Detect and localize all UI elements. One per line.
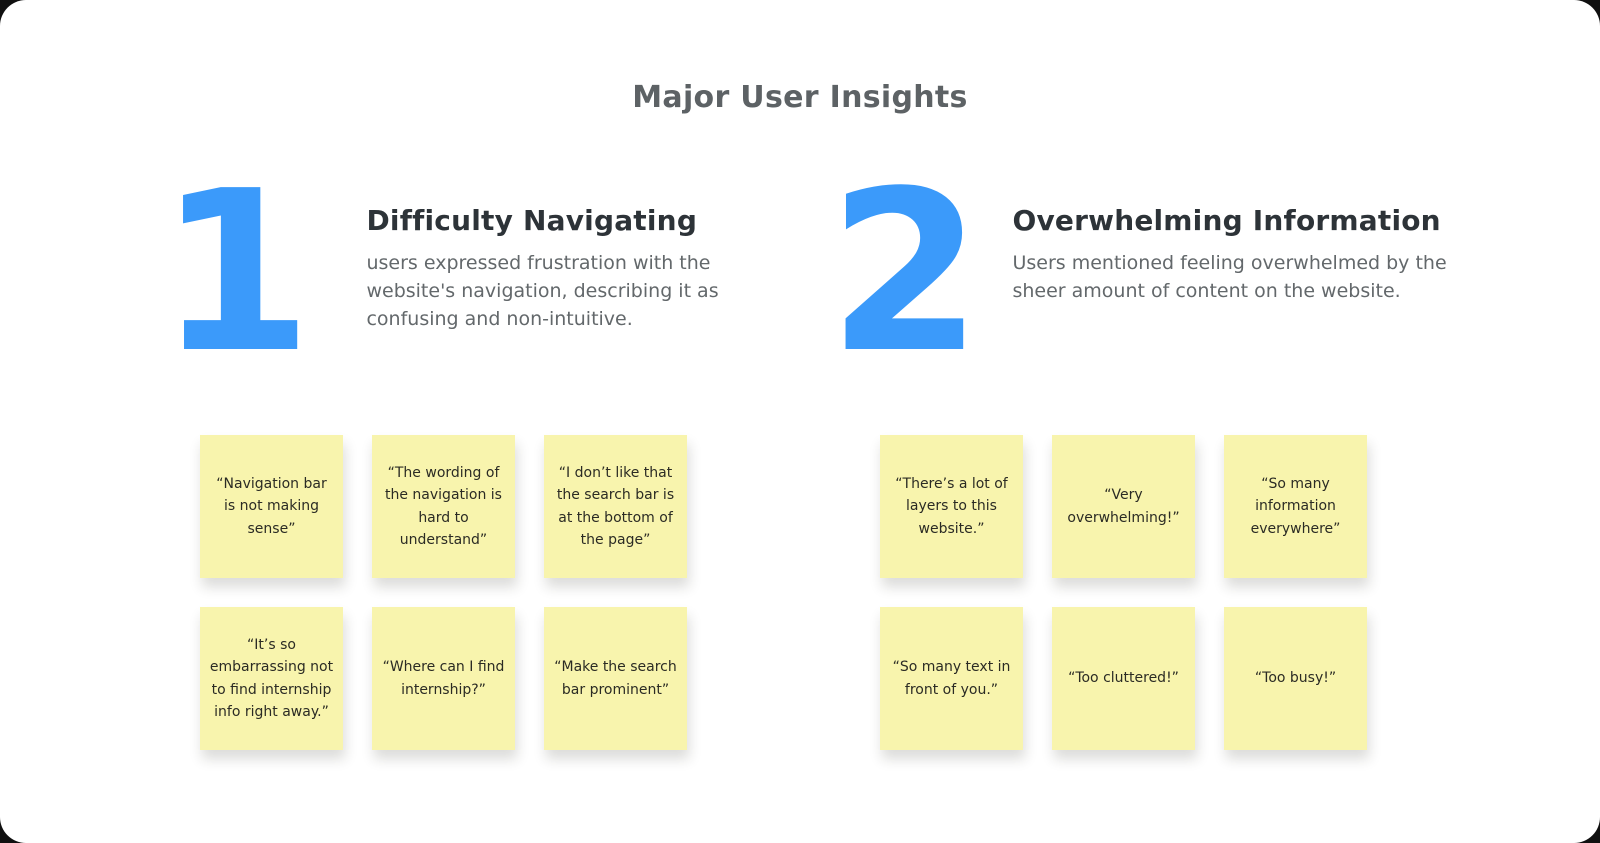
section-1-description: users expressed frustration with the web… [366,252,719,330]
section-2-description: Users mentioned feeling overwhelmed by t… [1012,252,1447,302]
sticky-note: “So many information everywhere” [1224,435,1367,578]
insight-section-2: 2 Overwhelming Information Users mention… [828,144,1482,402]
section-2-number: 2 [828,144,982,402]
sticky-note-text: “So many text in front of you.” [892,659,1011,698]
sticky-note: “It’s so embarrassing not to find intern… [200,607,343,750]
sticky-note-text: “So many information everywhere” [1250,476,1341,537]
sticky-note-text: “Too busy!” [1254,670,1337,687]
sticky-note-text: “It’s so embarrassing not to find intern… [209,637,334,720]
sticky-note: “Too busy!” [1224,607,1367,750]
page-title: Major User Insights [632,80,968,115]
sticky-notes-grid-1: “Navigation bar is not making sense” “Th… [200,435,687,750]
sticky-note-text: “The wording of the navigation is hard t… [385,465,502,548]
sticky-note-text: “Make the search bar prominent” [554,659,677,698]
sticky-note-text: “There’s a lot of layers to this website… [895,476,1008,537]
sticky-note: “I don’t like that the search bar is at … [544,435,687,578]
section-1-header: Difficulty Navigating users expressed fr… [366,186,766,334]
sticky-note-text: “I don’t like that the search bar is at … [556,465,675,548]
section-1-heading: Difficulty Navigating [366,204,698,237]
sticky-notes-grid-2: “There’s a lot of layers to this website… [880,435,1367,750]
sticky-note: “Too cluttered!” [1052,607,1195,750]
sticky-note: “There’s a lot of layers to this website… [880,435,1023,578]
sticky-note-text: “Where can I find internship?” [382,659,505,698]
sticky-note: “So many text in front of you.” [880,607,1023,750]
sticky-note: “Very overwhelming!” [1052,435,1195,578]
section-2-heading: Overwhelming Information [1012,204,1441,237]
sticky-note: “The wording of the navigation is hard t… [372,435,515,578]
sticky-note-text: “Navigation bar is not making sense” [216,476,327,537]
sticky-note-text: “Too cluttered!” [1068,670,1179,687]
sticky-note: “Where can I find internship?” [372,607,515,750]
section-2-header: Overwhelming Information Users mentioned… [1012,186,1482,306]
sticky-note: “Navigation bar is not making sense” [200,435,343,578]
sticky-note: “Make the search bar prominent” [544,607,687,750]
section-1-number: 1 [158,144,312,402]
insight-section-1: 1 Difficulty Navigating users expressed … [158,144,766,402]
sticky-note-text: “Very overwhelming!” [1067,487,1180,526]
